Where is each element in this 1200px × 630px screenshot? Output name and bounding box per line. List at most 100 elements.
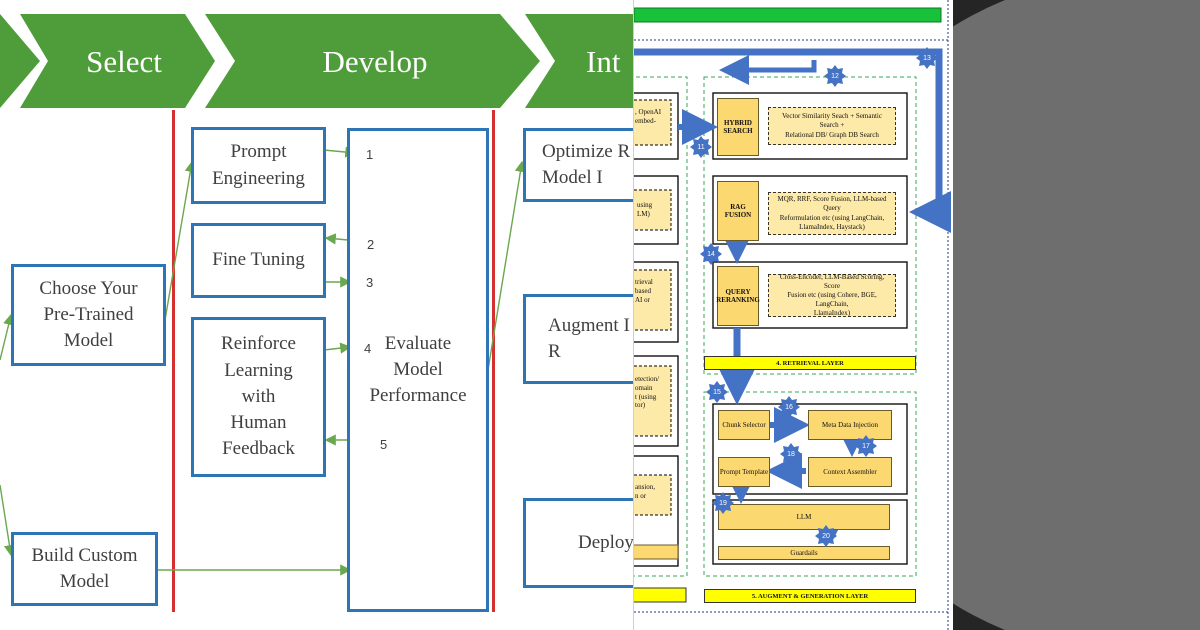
augment-layer-bar: 5. AUGMENT & GENERATION LAYER [704, 589, 916, 603]
rag-architecture-document: , OpenAI embed- using LM) trieval based … [633, 0, 953, 630]
query-reranking-desc: Cross-Encoder, LLM-Based Scoring, Score … [768, 272, 896, 318]
step-badge-19: 19 [712, 492, 734, 514]
llm-box: LLM [718, 504, 890, 530]
step-badge-16: 16 [778, 396, 800, 418]
box-prompt-engineering: Prompt Engineering [191, 127, 326, 204]
badge-shape [815, 525, 837, 547]
box-fine-tuning: Fine Tuning [191, 223, 326, 298]
step-badge-15: 15 [706, 381, 728, 403]
badge-shape [780, 443, 802, 465]
guardrails-label: Guardails [790, 548, 818, 557]
badge-number: 18 [787, 450, 795, 458]
step-badge-17: 17 [855, 435, 877, 457]
badge-shape [855, 435, 877, 457]
retrieval-layer-label: 4. RETRIEVAL LAYER [776, 359, 844, 367]
context-assembler-box: Context Assembler [808, 457, 892, 487]
doc-top-bar [634, 7, 942, 23]
arrow-rlhf-to-evaluate [323, 342, 352, 354]
left-yellow-strip [634, 544, 679, 560]
hybrid-search-box: HYBRID SEARCH [717, 98, 759, 156]
rag-fusion-desc-text: MQR, RRF, Score Fusion, LLM-based Query … [777, 195, 887, 231]
step-badge-20: 20 [815, 525, 837, 547]
arrow-into-choose-model [0, 313, 15, 361]
box-label: Build Custom Model [31, 544, 138, 592]
chunk-selector-label: Chunk Selector [722, 420, 766, 429]
badge-number: 13 [923, 54, 931, 62]
retrieval-layer-bar: 4. RETRIEVAL LAYER [704, 356, 916, 370]
box-label: Deploy [578, 531, 634, 553]
stage-divider-right [492, 110, 495, 612]
left-layer-bar [634, 587, 687, 603]
arrow-evaluate-to-finetune [324, 233, 349, 245]
badge-number: 12 [831, 72, 839, 80]
arrow-model-to-prompt [164, 160, 196, 321]
badge-shape [706, 381, 728, 403]
left-frag-box-2 [634, 189, 672, 231]
query-reranking-title: QUERY RERANKING [716, 287, 760, 304]
stage-label-develop: Develop [322, 43, 428, 79]
prompt-template-box: Prompt Template [718, 457, 770, 487]
box-label: Choose Your Pre-Trained Model [39, 277, 138, 352]
query-reranking-desc-text: Cross-Encoder, LLM-Based Scoring, Score … [779, 272, 885, 318]
guardrails-box: Guardails [718, 546, 890, 560]
arrow-into-build-custom [0, 484, 16, 557]
chevron-previous [0, 14, 40, 108]
badge-shape [824, 65, 846, 87]
badge-number: 19 [719, 499, 727, 507]
box-label: Prompt Engineering [212, 141, 305, 189]
gray-circle-graphic [953, 0, 1200, 630]
step-number-5: 5 [380, 437, 388, 452]
badge-number: 15 [713, 388, 721, 396]
left-fragment-3: trieval based AI or [635, 278, 653, 304]
context-assembler-label: Context Assembler [823, 467, 877, 476]
step-number-3: 3 [366, 275, 374, 290]
prompt-template-label: Prompt Template [719, 467, 769, 476]
stage-chevrons [0, 14, 633, 108]
box-label: Fine Tuning [212, 249, 305, 271]
augment-layer-label: 5. AUGMENT & GENERATION LAYER [751, 592, 869, 600]
box-label: Augment I R [548, 314, 630, 362]
step-badge-12: 12 [824, 65, 846, 87]
box-label: Optimize R Model I [542, 140, 631, 188]
rag-fusion-desc: MQR, RRF, Score Fusion, LLM-based Query … [768, 192, 896, 235]
blue-arrow-13 [634, 48, 951, 233]
left-fragment-2: using LM) [637, 201, 653, 218]
left-frag-box-5 [634, 474, 672, 516]
blue-arrow-12 [719, 55, 817, 85]
step-badge-13: 13 [916, 47, 938, 69]
step-badge-11: 11 [690, 136, 712, 158]
step-number-1: 1 [366, 147, 374, 162]
box-build-custom-model: Build Custom Model [11, 532, 158, 606]
badge-number: 11 [697, 143, 705, 151]
chevron-select [20, 14, 215, 108]
box-label: Evaluate Model Performance [369, 332, 467, 407]
left-fragment-4: etection/ omain t (using tor) [635, 375, 660, 410]
meta-data-injection-box: Meta Data Injection [808, 410, 892, 440]
llm-label: LLM [796, 512, 812, 521]
augment-layer-frame [703, 391, 917, 577]
left-frag-box-1 [634, 99, 672, 146]
meta-data-injection-label: Meta Data Injection [822, 420, 878, 429]
left-frag-box-4 [634, 365, 672, 437]
chunk-selector-box: Chunk Selector [718, 410, 770, 440]
badge-number: 20 [822, 532, 830, 540]
dark-slide-panel [953, 0, 1200, 630]
chevron-integrate [525, 14, 633, 108]
box-evaluate-model-performance: Evaluate Model Performance [347, 128, 489, 612]
query-reranking-box: QUERY RERANKING [716, 266, 760, 326]
step-number-2: 2 [367, 237, 375, 252]
stage-divider-left [172, 110, 175, 612]
hybrid-search-title: HYBRID SEARCH [723, 118, 753, 135]
chevron-develop [205, 14, 540, 108]
left-fragment-1: , OpenAI embed- [635, 108, 662, 125]
left-layer-frame [634, 76, 688, 577]
box-rlhf: Reinforce Learning with Human Feedback [191, 317, 326, 477]
step-badge-14: 14 [700, 243, 722, 265]
badge-shape [690, 136, 712, 158]
arrow-evaluate-to-optimize [487, 160, 526, 371]
stage-label-integrate: Int [586, 43, 621, 79]
badge-number: 14 [707, 250, 715, 258]
rag-fusion-box: RAG FUSION [717, 181, 759, 241]
badge-shape [778, 396, 800, 418]
